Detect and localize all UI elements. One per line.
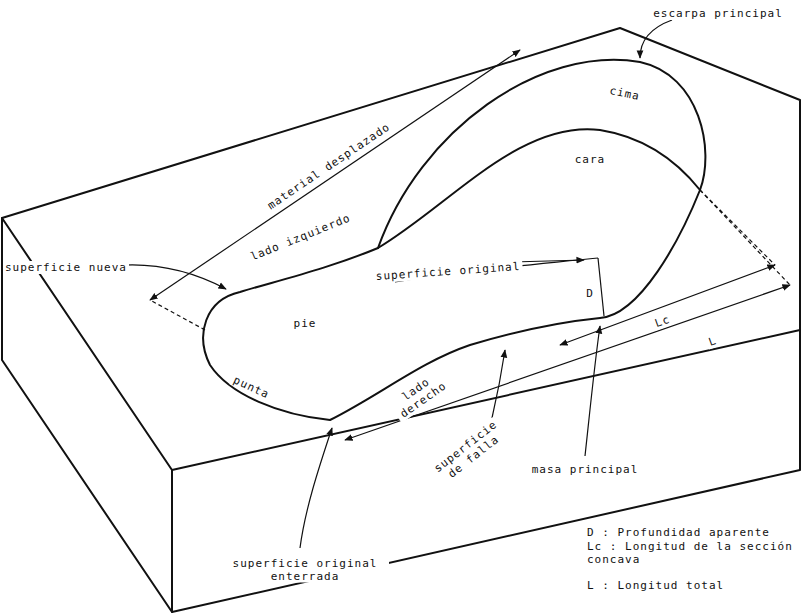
dimension-line [150,50,520,300]
part-label: L : Longitud total [585,579,726,592]
part-label: D [584,287,596,300]
part-label: superficie original [373,260,522,283]
part-label: material desplazado [264,119,395,213]
part-label: lado izquierdo [247,211,355,265]
label-box: pie [292,313,319,331]
part-label: D : Profundidad aparente [585,526,772,539]
part-label: Lc [651,312,674,331]
label-box: Lc : Longitud de la sección concava [585,540,797,567]
part-label: punta [230,373,274,403]
label-box: superficie nueva [3,257,129,275]
part-label: escarpa principal [651,7,785,20]
label-box: cima [606,80,643,105]
leader-arrow [640,20,672,58]
part-label: cara [573,153,608,166]
leader-arrow [300,428,332,548]
part-label: superficie nueva [3,261,129,274]
block-outline [2,28,800,612]
label-box: material desplazado [261,116,394,214]
label-box: punta [229,369,275,403]
label-box: cara [573,149,608,167]
label-box: lado derecho [387,366,453,424]
label-box: Lc [650,308,674,331]
extension-line [700,190,790,285]
label-box: L : Longitud total [585,575,726,593]
leader-arrow [112,265,226,289]
label-box: masa principal [530,459,641,477]
label-box: superficie de falla [426,414,514,491]
label-box: escarpa principal [651,3,785,21]
label-box: L [703,330,720,351]
extension-line [700,190,775,265]
dimension-line [345,285,790,440]
scarp-base [378,129,700,248]
label-box: superficie original enterrada [221,557,389,584]
dimension-line [560,265,775,345]
depth-line [598,258,604,316]
leader-arrow [512,260,584,262]
part-label: L [705,333,720,349]
part-label: cima [606,84,642,104]
part-label: lado derecho [387,366,453,423]
part-label: Lc : Longitud de la sección concava [585,540,797,566]
part-label: superficie de falla [426,414,513,490]
leader-arrow [492,350,505,418]
extension-line [150,300,205,330]
label-box: superficie original [373,256,523,284]
leader-arrow [585,326,600,456]
crown-scarp [378,60,705,248]
part-label: pie [292,317,319,330]
label-box: D [584,283,596,301]
label-box: lado izquierdo [245,207,354,265]
label-box: D : Profundidad aparente [585,522,772,540]
block-edge [2,218,172,612]
part-label: superficie original enterrada [221,557,389,583]
part-label: masa principal [530,463,641,476]
